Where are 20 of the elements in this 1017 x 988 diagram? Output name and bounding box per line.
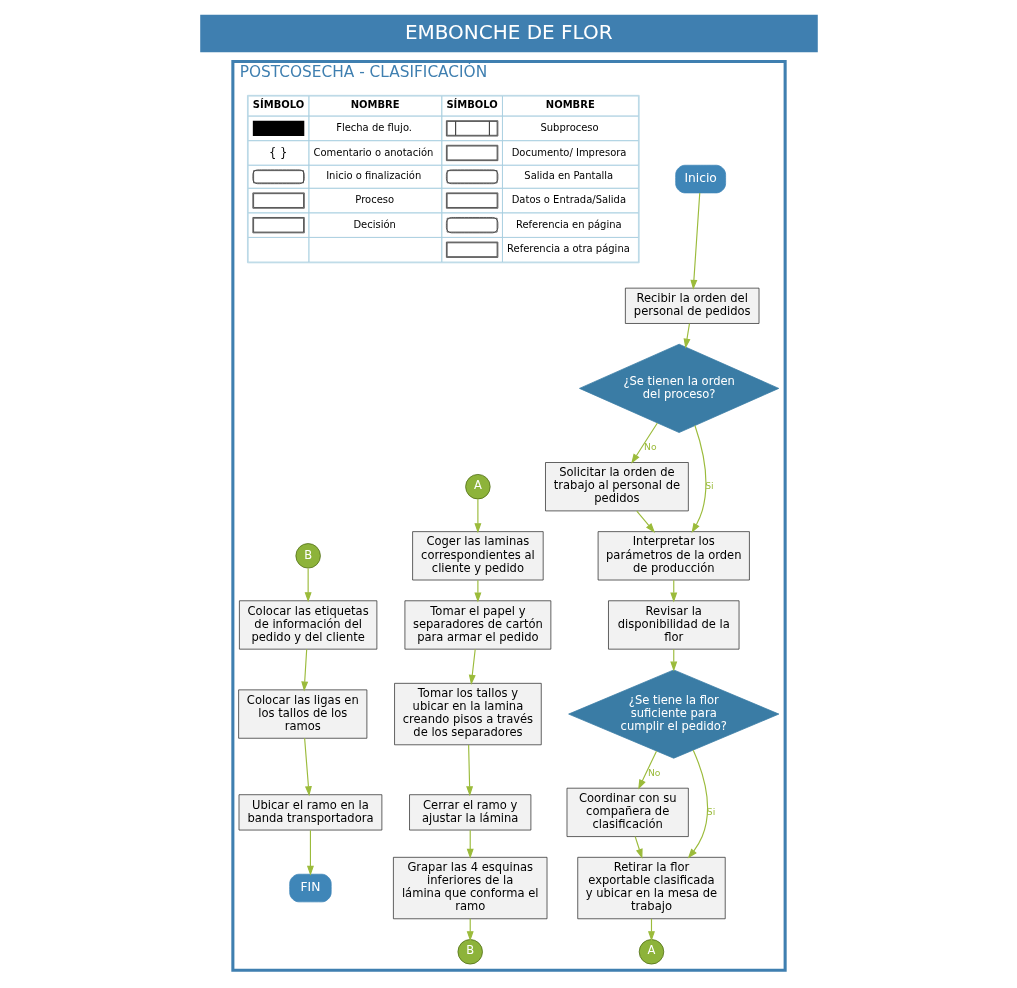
legend-label: Salida en Pantalla bbox=[523, 170, 613, 182]
edge-label: No bbox=[643, 440, 657, 452]
legend-label: Decisión bbox=[352, 218, 396, 230]
legend-label: Datos o Entrada/Salida bbox=[511, 194, 626, 206]
legend-label: Referencia a otra página bbox=[506, 243, 630, 255]
edge-label: No bbox=[647, 766, 660, 778]
edge-label: Si bbox=[704, 480, 714, 492]
label: SÍMBOLO bbox=[252, 98, 304, 110]
legend-label: Inicio o finalización bbox=[325, 170, 421, 182]
label: { } bbox=[268, 144, 287, 159]
label: NOMBRE bbox=[545, 98, 595, 110]
legend-label: Proceso bbox=[354, 194, 394, 206]
legend-label: Subproceso bbox=[539, 121, 599, 133]
label: SÍMBOLO bbox=[445, 98, 498, 110]
legend-label: Comentario o anotación bbox=[313, 146, 433, 158]
label: NOMBRE bbox=[350, 98, 400, 110]
legend-label: Documento/ Impresora bbox=[511, 146, 626, 158]
legend-label: Flecha de flujo. bbox=[335, 121, 412, 133]
legend-label: Referencia en página bbox=[515, 218, 622, 230]
diagram-title: EMBONCHE DE FLOR bbox=[404, 19, 613, 44]
